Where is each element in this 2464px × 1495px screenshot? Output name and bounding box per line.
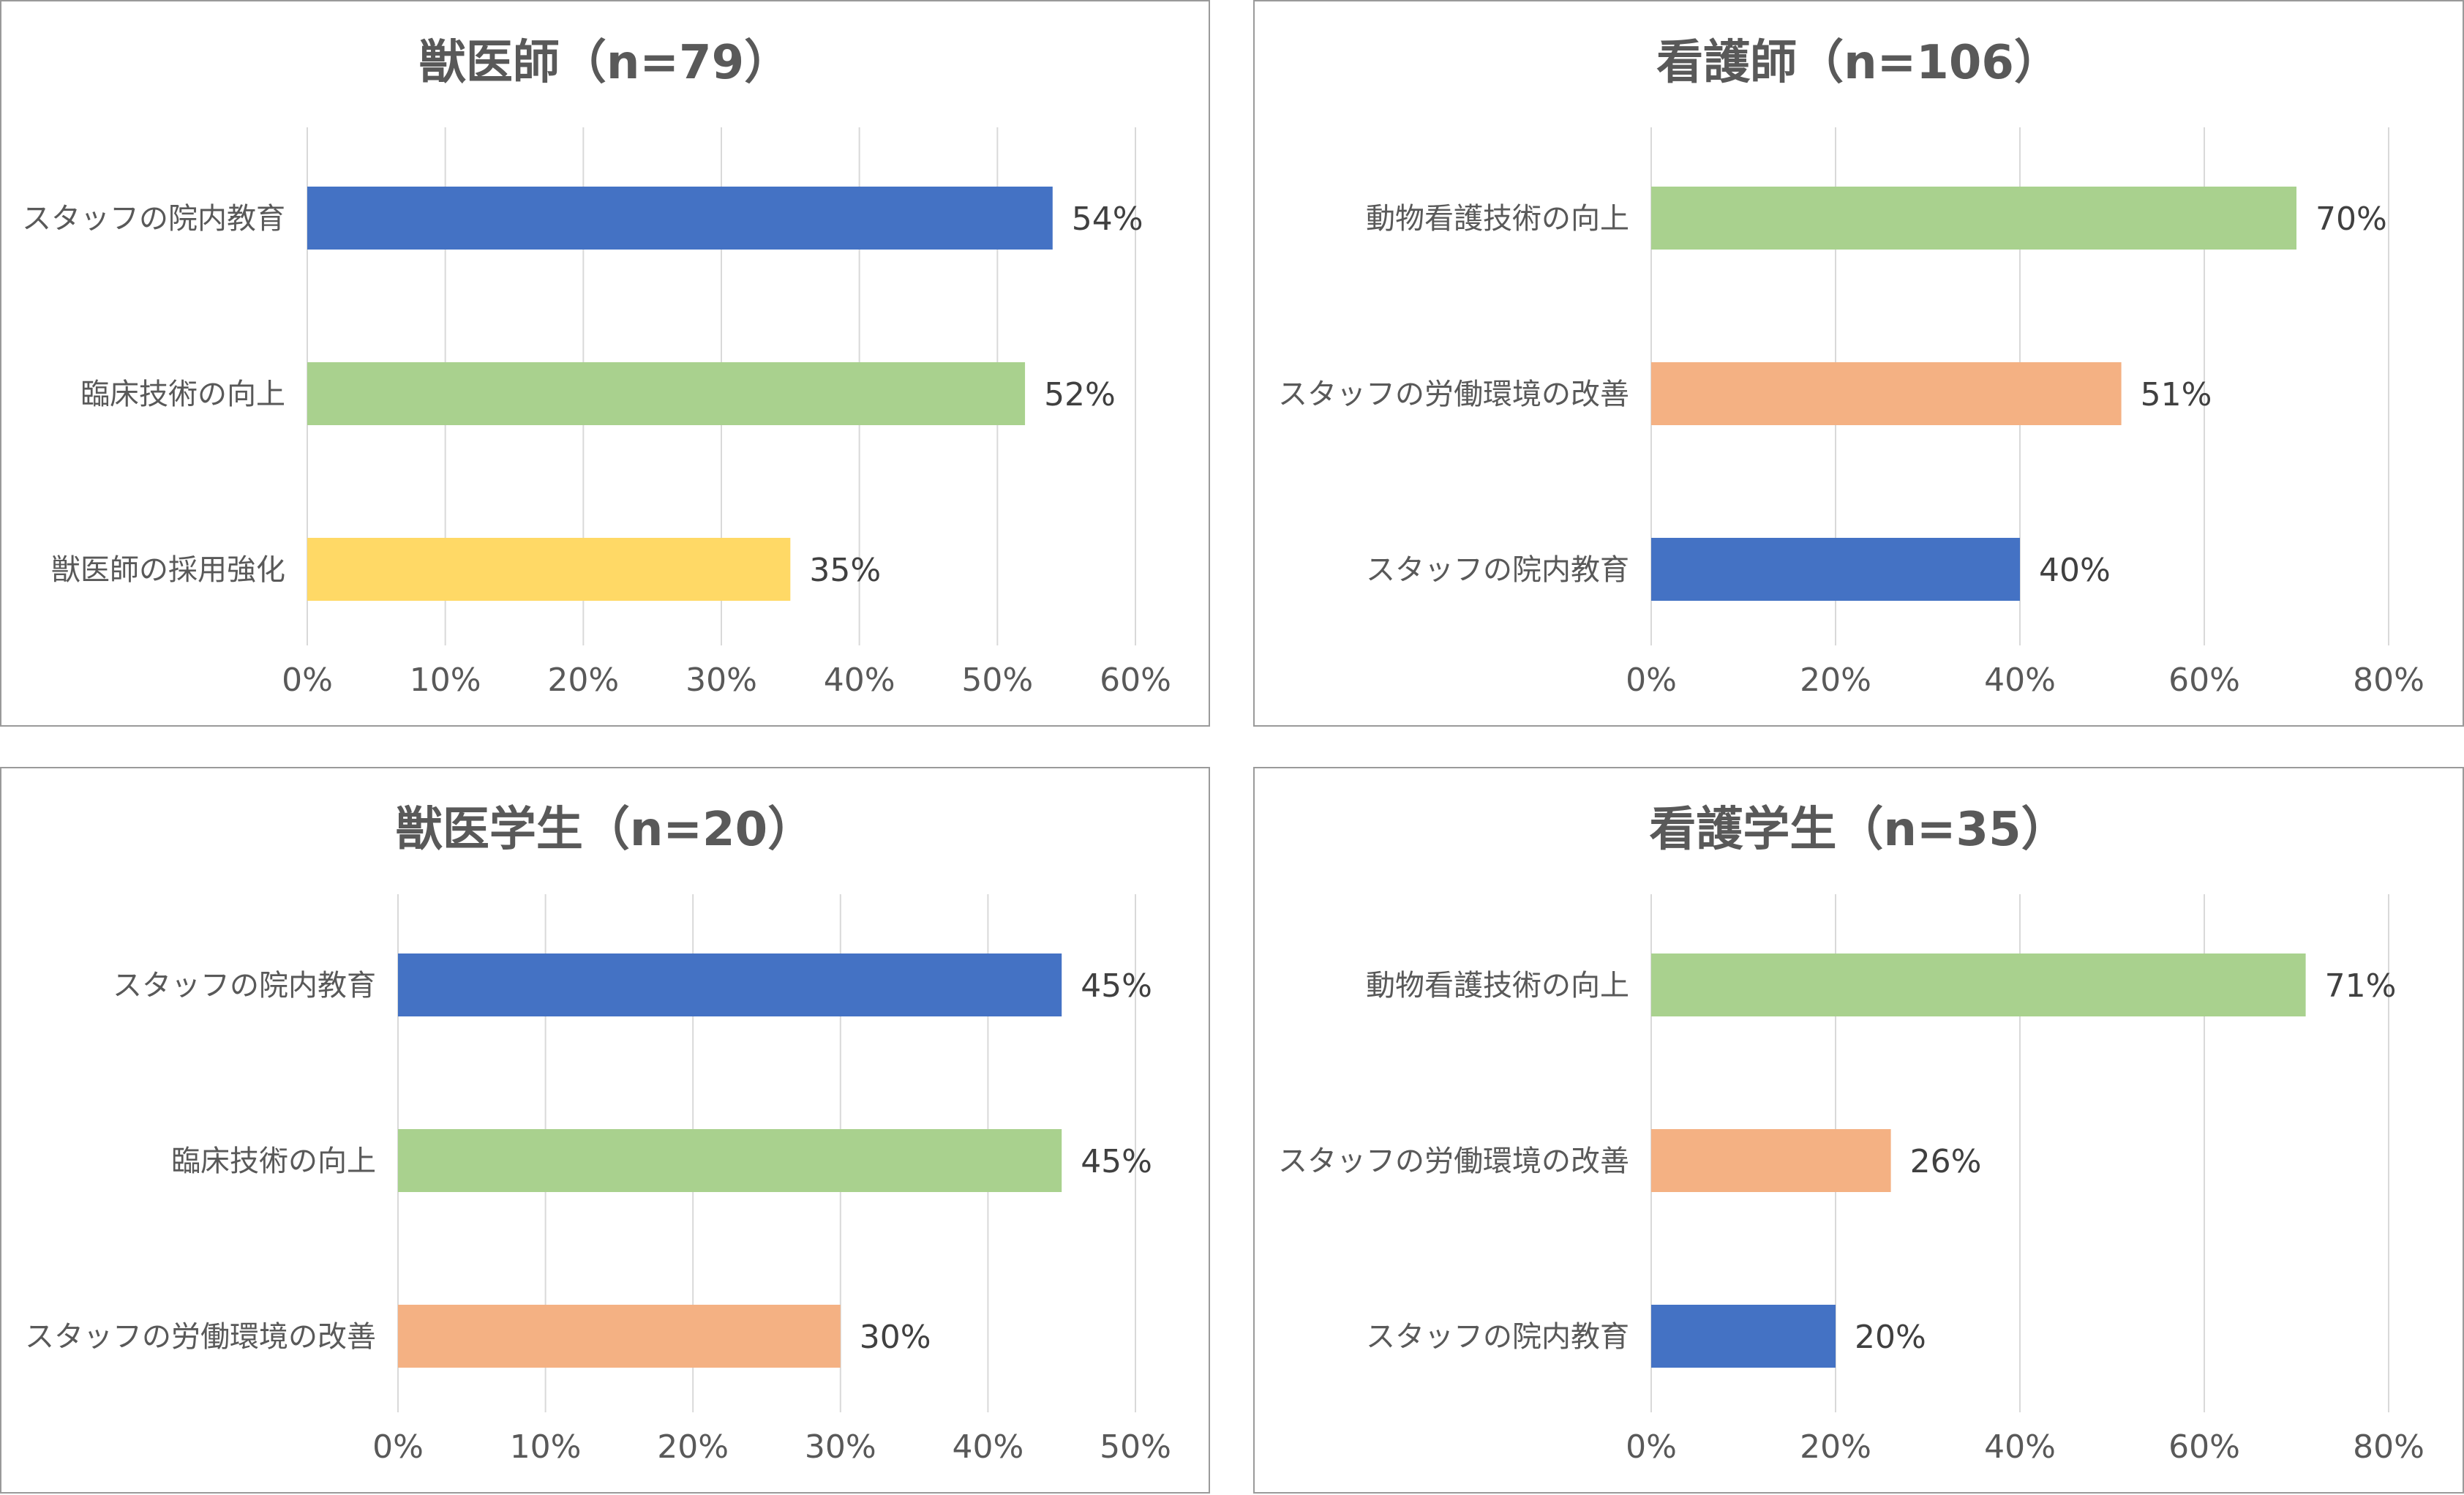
x-tick-label: 80% — [2353, 1428, 2424, 1466]
category-label: スタッフの労働環境の改善 — [25, 1320, 376, 1354]
category-label: 動物看護技術の向上 — [1366, 202, 1629, 236]
bar — [1651, 362, 2122, 425]
chart-title: 獣医学生（n=20） — [395, 803, 815, 857]
x-tick-label: 0% — [1626, 1428, 1677, 1466]
chart-title: 看護師（n=106） — [1656, 36, 2061, 90]
value-label: 54% — [1072, 201, 1143, 238]
bar — [307, 187, 1053, 250]
bar-chart-nurses: 0% 20% 40% 60% 80% 動物看護技術の向上 70% スタッフの労働環境の改善 51… — [1278, 127, 2424, 699]
bar-chart-vet-students: 0% 10% 20% 30% 40% 50% スタッフの院内教育 45% 臨床技術の向上 45% ス… — [25, 894, 1171, 1466]
value-label: 52% — [1044, 376, 1116, 413]
bar — [307, 362, 1026, 425]
category-label: 臨床技術の向上 — [80, 378, 285, 411]
x-tick-label: 20% — [1800, 1428, 1871, 1466]
category-label: 獣医師の採用強化 — [51, 553, 285, 587]
value-label: 71% — [2325, 967, 2397, 1005]
bar — [1651, 538, 2020, 601]
bar-chart-veterinarians: 0% 10% 20% 30% 40% 50% 60% スタッフの院内教育 54% 臨床技術の向上 5… — [22, 127, 1171, 699]
value-label: 35% — [809, 552, 881, 589]
x-tick-label: 80% — [2353, 662, 2424, 699]
x-tick-label: 50% — [1100, 1428, 1171, 1466]
category-label: スタッフの労働環境の改善 — [1278, 1144, 1629, 1178]
x-tick-label: 10% — [410, 662, 481, 699]
x-tick-label: 0% — [282, 662, 333, 699]
chart-panel-vet-students: 獣医学生（n=20） 0% 10% 20% 30% 40% 50% スタッフの院内教育 45%… — [0, 767, 1210, 1494]
x-tick-label: 20% — [1800, 662, 1871, 699]
value-label: 45% — [1081, 1143, 1152, 1180]
bar — [398, 1129, 1062, 1192]
category-label: スタッフの労働環境の改善 — [1278, 378, 1629, 411]
value-label: 70% — [2315, 201, 2387, 238]
bar — [307, 538, 791, 601]
category-label: 臨床技術の向上 — [171, 1144, 376, 1178]
x-tick-label: 40% — [1984, 662, 2056, 699]
x-tick-label: 60% — [2168, 1428, 2240, 1466]
x-tick-label: 40% — [824, 662, 895, 699]
x-tick-label: 60% — [2168, 662, 2240, 699]
bar — [1651, 1129, 1891, 1192]
chart-panel-veterinarians: 獣医師（n=79） 0% 10% 20% 30% 40% 50% 60% スタッフの院内教育 5… — [0, 0, 1210, 727]
bar — [398, 953, 1062, 1016]
x-tick-label: 20% — [657, 1428, 729, 1466]
category-label: スタッフの院内教育 — [113, 969, 376, 1003]
x-tick-label: 30% — [686, 662, 757, 699]
value-label: 51% — [2141, 376, 2212, 413]
x-tick-label: 0% — [372, 1428, 424, 1466]
value-label: 20% — [1855, 1319, 1926, 1356]
category-label: スタッフの院内教育 — [22, 202, 285, 236]
chart-title: 獣医師（n=79） — [418, 36, 792, 90]
bar — [1651, 953, 2306, 1016]
x-tick-label: 60% — [1100, 662, 1171, 699]
x-tick-label: 30% — [805, 1428, 876, 1466]
x-tick-label: 10% — [510, 1428, 582, 1466]
x-tick-label: 50% — [961, 662, 1033, 699]
category-label: スタッフの院内教育 — [1366, 1320, 1629, 1354]
x-tick-label: 20% — [547, 662, 619, 699]
bar — [398, 1305, 841, 1368]
x-tick-label: 40% — [953, 1428, 1024, 1466]
chart-panel-nurses: 看護師（n=106） 0% 20% 40% 60% 80% 動物看護技術の向上 70% スタッ… — [1253, 0, 2464, 727]
x-tick-label: 40% — [1984, 1428, 2056, 1466]
x-tick-label: 0% — [1626, 662, 1677, 699]
bar — [1651, 187, 2296, 250]
category-label: 動物看護技術の向上 — [1366, 969, 1629, 1003]
value-label: 26% — [1910, 1143, 1982, 1180]
chart-panel-nursing-students: 看護学生（n=35） 0% 20% 40% 60% 80% 動物看護技術の向上 71% スタッ… — [1253, 767, 2464, 1494]
value-label: 30% — [860, 1319, 931, 1356]
value-label: 40% — [2039, 552, 2111, 589]
bar — [1651, 1305, 1836, 1368]
value-label: 45% — [1081, 967, 1152, 1005]
category-label: スタッフの院内教育 — [1366, 553, 1629, 587]
bar-chart-nursing-students: 0% 20% 40% 60% 80% 動物看護技術の向上 71% スタッフの労働環境の改善 26… — [1278, 894, 2424, 1466]
chart-title: 看護学生（n=35） — [1649, 803, 2068, 857]
